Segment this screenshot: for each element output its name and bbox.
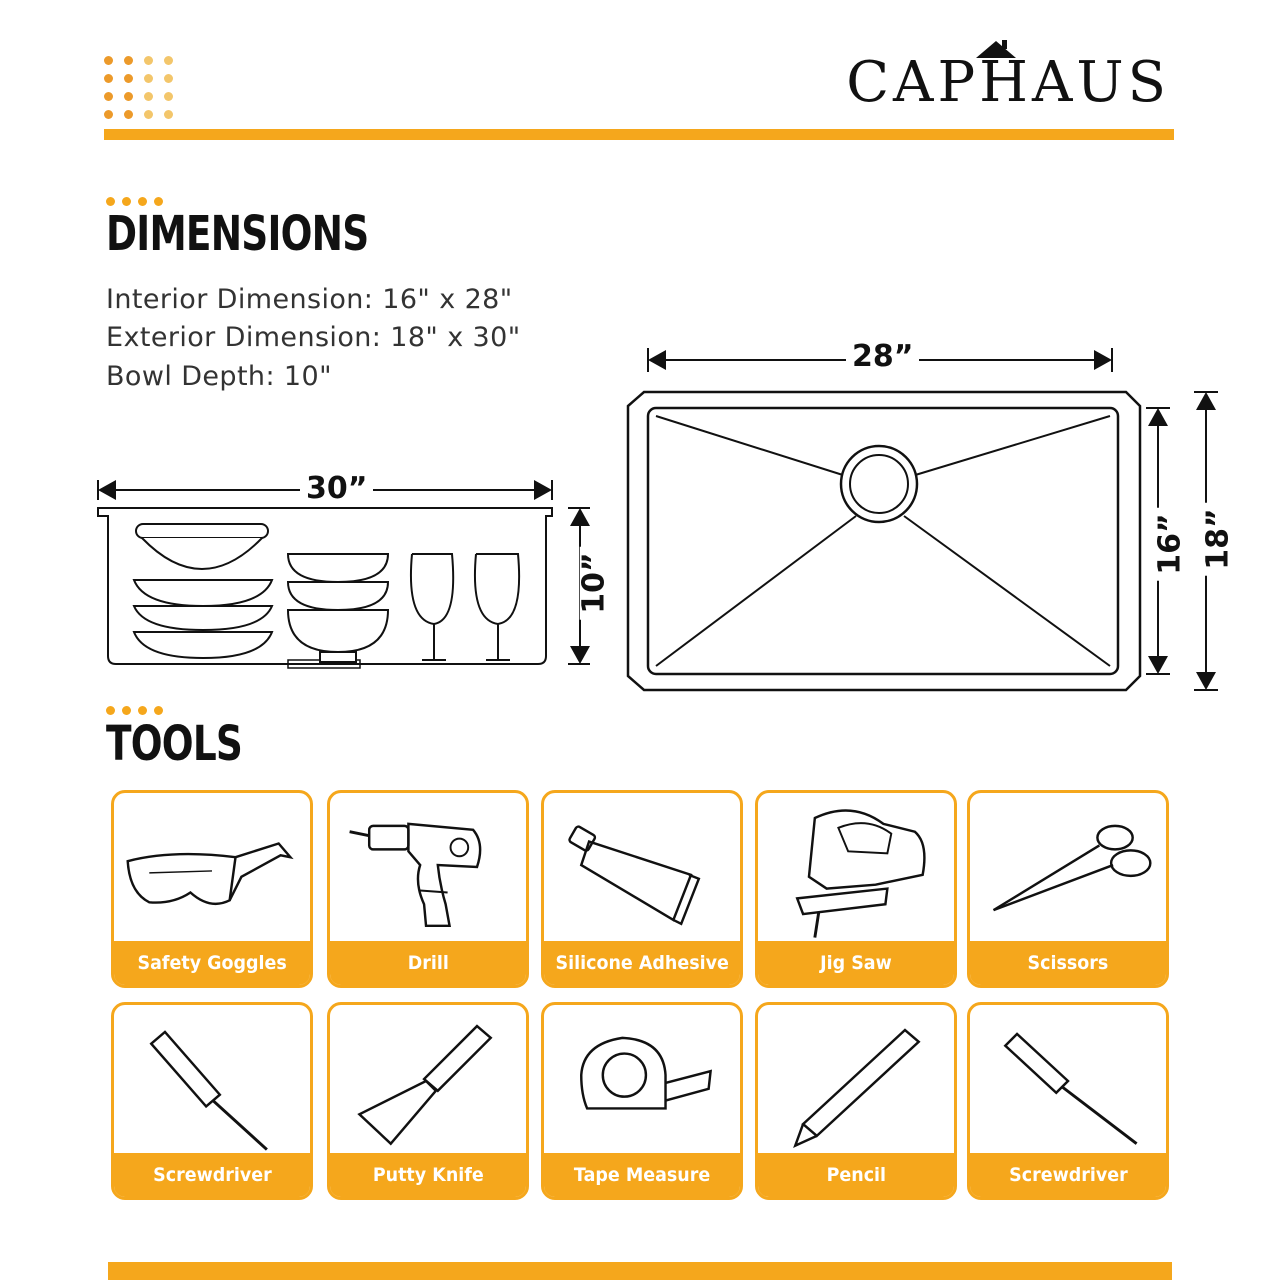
brand-dot [164, 110, 173, 119]
dim-label-30: 30” [300, 474, 374, 504]
section-dots [106, 700, 170, 719]
silicone-tube-icon [568, 825, 701, 926]
pencil-icon [793, 1028, 921, 1148]
brand-dot [144, 74, 153, 83]
tool-label: Tape Measure [573, 1164, 711, 1186]
brand-dot [104, 110, 113, 119]
brand-dot [124, 56, 133, 65]
spec-exterior: Exterior Dimension: 18" x 30" [106, 322, 521, 353]
tool-card-silicone-adhesive: Silicone Adhesive [541, 790, 743, 988]
footer-bar [108, 1262, 1172, 1280]
brand-logo: CAPHAUS [846, 50, 1170, 115]
tool-label: Safety Goggles [137, 952, 287, 974]
tool-label: Screwdriver [152, 1164, 272, 1186]
brand-dot-grid [104, 56, 180, 122]
dimensions-heading: DIMENSIONS [106, 206, 369, 262]
tool-label: Drill [407, 952, 449, 974]
screwdriver-icon [149, 1030, 268, 1151]
tool-card-drill: Drill [327, 790, 529, 988]
spec-depth: Bowl Depth: 10" [106, 361, 332, 392]
tool-label: Putty Knife [372, 1164, 484, 1186]
brand-dot [144, 92, 153, 101]
dim-label-18: 18” [1201, 502, 1236, 576]
brand-dot [104, 74, 113, 83]
tool-card-pencil: Pencil [755, 1002, 957, 1200]
drill-icon [349, 822, 482, 928]
safety-goggles-icon [126, 842, 294, 906]
sink-top-view-diagram [626, 348, 1218, 692]
tool-card-jig-saw: Jig Saw [755, 790, 957, 988]
brand-dot [144, 56, 153, 65]
house-roof-icon [976, 40, 1016, 58]
screwdriver-icon [1003, 1032, 1138, 1145]
header-divider [104, 129, 1174, 140]
tool-card-putty-knife: Putty Knife [327, 1002, 529, 1200]
tool-label: Silicone Adhesive [555, 952, 729, 974]
section-dots [106, 191, 170, 210]
putty-knife-icon [357, 1024, 493, 1146]
dim-label-28: 28” [846, 342, 920, 372]
jig-saw-icon [795, 809, 926, 938]
spec-interior: Interior Dimension: 16" x 28" [106, 284, 513, 315]
tool-label: Screwdriver [1008, 1164, 1128, 1186]
tape-measure-icon [580, 1036, 713, 1110]
tool-card-screwdriver: Screwdriver [111, 1002, 313, 1200]
scissors-icon [992, 824, 1152, 912]
dim-label-16: 16” [1153, 507, 1188, 581]
brand-dot [104, 92, 113, 101]
tools-heading: TOOLS [106, 716, 243, 772]
brand-dot [144, 110, 153, 119]
brand-dot [104, 56, 113, 65]
tool-card-scissors: Scissors [967, 790, 1169, 988]
brand-dot [164, 56, 173, 65]
tool-card-screwdriver-2: Screwdriver [967, 1002, 1169, 1200]
brand-dot [124, 92, 133, 101]
dim-label-10: 10” [577, 546, 612, 620]
tool-label: Pencil [826, 1164, 886, 1186]
brand-dot [124, 110, 133, 119]
tool-label: Scissors [1027, 952, 1109, 974]
tool-card-tape-measure: Tape Measure [541, 1002, 743, 1200]
brand-dot [124, 74, 133, 83]
brand-dot [164, 92, 173, 101]
brand-dot [164, 74, 173, 83]
tool-card-safety-goggles: Safety Goggles [111, 790, 313, 988]
tool-label: Jig Saw [820, 952, 892, 974]
